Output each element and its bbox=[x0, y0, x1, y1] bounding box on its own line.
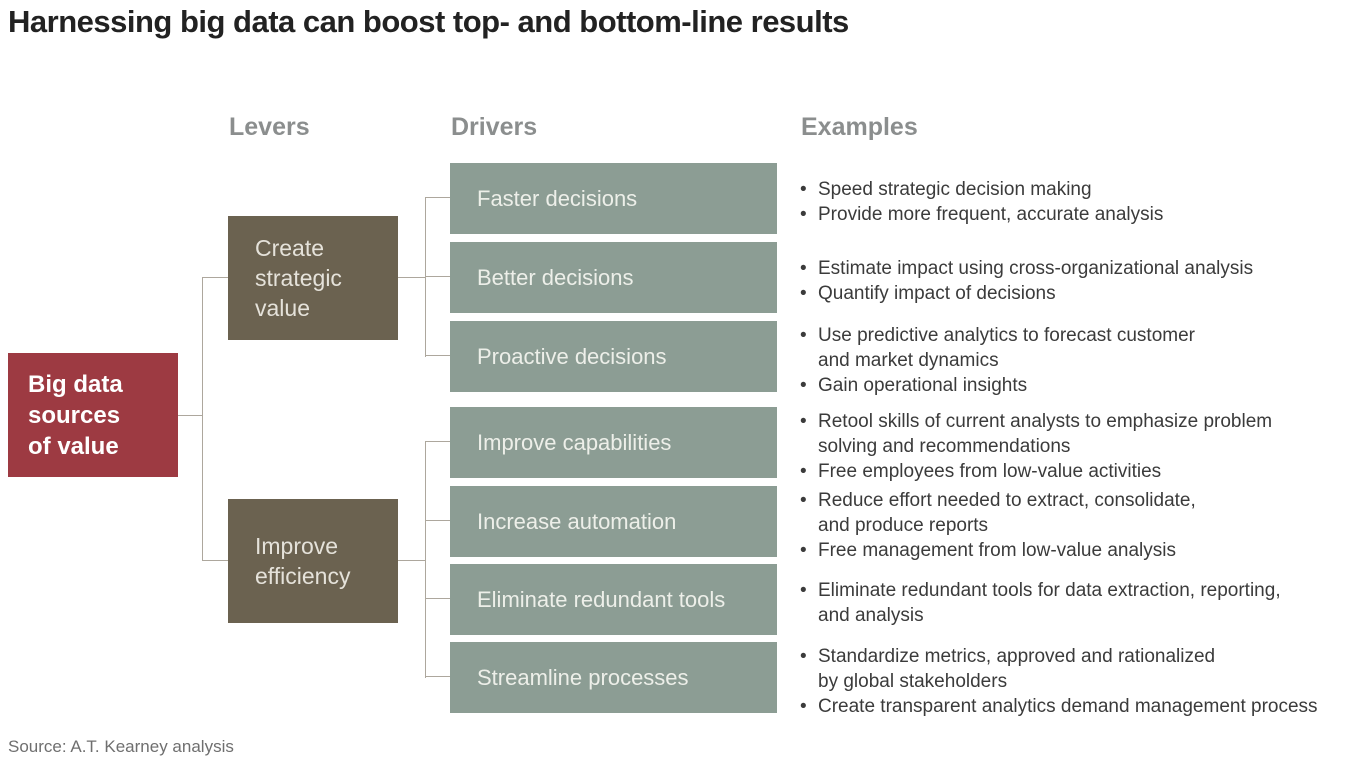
root-box-label-line: of value bbox=[28, 432, 119, 460]
driver-box-label: Faster decisions bbox=[477, 185, 638, 211]
connector-line bbox=[425, 598, 450, 599]
connector-line bbox=[425, 441, 450, 442]
root-box-big-data-sources-of-value: Big data sources of value bbox=[8, 353, 178, 477]
example-text: Estimate impact using cross-organization… bbox=[818, 258, 1254, 279]
bullet-icon: • bbox=[800, 411, 807, 432]
driver-box-eliminate-redundant-tools: Eliminate redundant tools bbox=[450, 564, 777, 635]
connector-line bbox=[425, 197, 426, 357]
connector-line bbox=[425, 197, 450, 198]
driver-box-improve-capabilities: Improve capabilities bbox=[450, 407, 777, 478]
driver-box-increase-automation: Increase automation bbox=[450, 486, 777, 557]
example-bullet-item: • Retool skills of current analysts to em… bbox=[800, 409, 1272, 434]
column-header-levers: Levers bbox=[229, 113, 310, 141]
example-bullet-item: • Standardize metrics, approved and ratio… bbox=[800, 644, 1318, 669]
driver-box-label: Better decisions bbox=[477, 264, 634, 290]
bullet-icon: • bbox=[800, 258, 807, 279]
bullet-icon: • bbox=[800, 646, 807, 667]
driver-box-proactive-decisions: Proactive decisions bbox=[450, 321, 777, 392]
example-bullet-item: • Eliminate redundant tools for data extr… bbox=[800, 578, 1281, 603]
driver-box-label: Streamline processes bbox=[477, 664, 689, 690]
source-note: Source: A.T. Kearney analysis bbox=[8, 737, 234, 756]
example-bullet-item: • Free management from low-value analysis bbox=[800, 538, 1196, 563]
example-group-eliminate-redundant-tools: • Eliminate redundant tools for data extr… bbox=[800, 578, 1281, 628]
example-text: and market dynamics bbox=[818, 350, 999, 371]
connector-line bbox=[398, 560, 425, 561]
example-text: and analysis bbox=[818, 605, 924, 626]
connector-line bbox=[425, 441, 426, 678]
root-box-label-line: sources bbox=[28, 401, 121, 429]
lever-box-label: Improve efficiency bbox=[255, 533, 351, 589]
example-group-faster-decisions: • Speed strategic decision making • Provide… bbox=[800, 177, 1163, 227]
example-bullet-continuation: and market dynamics bbox=[800, 348, 1195, 373]
driver-box-label: Increase automation bbox=[477, 508, 677, 534]
bullet-icon: • bbox=[800, 540, 807, 561]
example-text: Eliminate redundant tools for data extra… bbox=[818, 580, 1281, 601]
example-group-streamline-processes: • Standardize metrics, approved and ratio… bbox=[800, 644, 1318, 719]
example-text: Speed strategic decision making bbox=[818, 179, 1092, 200]
column-header-drivers: Drivers bbox=[451, 113, 538, 141]
example-text: by global stakeholders bbox=[818, 671, 1008, 692]
example-text: solving and recommendations bbox=[818, 436, 1071, 457]
column-header-examples: Examples bbox=[801, 113, 918, 141]
example-bullet-continuation: solving and recommendations bbox=[800, 434, 1272, 459]
example-group-better-decisions: • Estimate impact using cross-organizatio… bbox=[800, 256, 1253, 306]
root-box-label-line: Big data bbox=[28, 370, 123, 398]
example-bullet-continuation: by global stakeholders bbox=[800, 669, 1318, 694]
connector-line bbox=[425, 520, 450, 521]
example-text: Reduce effort needed to extract, consoli… bbox=[818, 490, 1196, 511]
driver-box-streamline-processes: Streamline processes bbox=[450, 642, 777, 713]
example-text: and produce reports bbox=[818, 515, 989, 536]
connector-line bbox=[178, 415, 202, 416]
lever-box-label: Create strategic value bbox=[255, 235, 342, 321]
connector-line bbox=[202, 277, 228, 278]
example-text: Provide more frequent, accurate analysis bbox=[818, 204, 1164, 225]
example-bullet-item: • Provide more frequent, accurate analysi… bbox=[800, 202, 1163, 227]
example-bullet-item: • Create transparent analytics demand man… bbox=[800, 694, 1318, 719]
example-text: Free employees from low-value activities bbox=[818, 461, 1162, 482]
page-title: Harnessing big data can boost top- and b… bbox=[8, 4, 849, 39]
example-text: Standardize metrics, approved and ration… bbox=[818, 646, 1216, 667]
example-bullet-item: • Reduce effort needed to extract, consol… bbox=[800, 488, 1196, 513]
connector-line bbox=[202, 560, 228, 561]
connector-line bbox=[425, 355, 450, 356]
example-bullet-item: • Quantify impact of decisions bbox=[800, 281, 1253, 306]
connector-line bbox=[398, 277, 425, 278]
bullet-icon: • bbox=[800, 461, 807, 482]
bullet-icon: • bbox=[800, 283, 807, 304]
connector-line bbox=[425, 676, 450, 677]
driver-box-label: Improve capabilities bbox=[477, 429, 672, 455]
example-group-increase-automation: • Reduce effort needed to extract, consol… bbox=[800, 488, 1196, 563]
driver-box-faster-decisions: Faster decisions bbox=[450, 163, 777, 234]
driver-box-label: Eliminate redundant tools bbox=[477, 586, 726, 612]
example-group-proactive-decisions: • Use predictive analytics to forecast cu… bbox=[800, 323, 1195, 398]
connector-line bbox=[425, 276, 450, 277]
example-text: Free management from low-value analysis bbox=[818, 540, 1176, 561]
bullet-icon: • bbox=[800, 490, 807, 511]
example-text: Use predictive analytics to forecast cus… bbox=[818, 325, 1195, 346]
example-bullet-item: • Speed strategic decision making bbox=[800, 177, 1163, 202]
example-bullet-continuation: and produce reports bbox=[800, 513, 1196, 538]
connector-line bbox=[202, 277, 203, 560]
example-text: Create transparent analytics demand mana… bbox=[818, 696, 1318, 717]
driver-box-better-decisions: Better decisions bbox=[450, 242, 777, 313]
bullet-icon: • bbox=[800, 696, 807, 717]
example-bullet-item: • Gain operational insights bbox=[800, 373, 1195, 398]
example-text: Gain operational insights bbox=[818, 375, 1028, 396]
bullet-icon: • bbox=[800, 204, 807, 225]
example-text: Quantify impact of decisions bbox=[818, 283, 1056, 304]
lever-box-create-strategic-value: Create strategic value bbox=[228, 216, 398, 340]
lever-box-improve-efficiency: Improve efficiency bbox=[228, 499, 398, 623]
example-bullet-item: • Estimate impact using cross-organizatio… bbox=[800, 256, 1253, 281]
example-group-improve-capabilities: • Retool skills of current analysts to em… bbox=[800, 409, 1272, 484]
example-bullet-continuation: and analysis bbox=[800, 603, 1281, 628]
bullet-icon: • bbox=[800, 580, 807, 601]
bullet-icon: • bbox=[800, 179, 807, 200]
bullet-icon: • bbox=[800, 375, 807, 396]
example-bullet-item: • Free employees from low-value activitie… bbox=[800, 459, 1272, 484]
example-text: Retool skills of current analysts to emp… bbox=[818, 411, 1273, 432]
bullet-icon: • bbox=[800, 325, 807, 346]
example-bullet-item: • Use predictive analytics to forecast cu… bbox=[800, 323, 1195, 348]
driver-box-label: Proactive decisions bbox=[477, 343, 667, 369]
